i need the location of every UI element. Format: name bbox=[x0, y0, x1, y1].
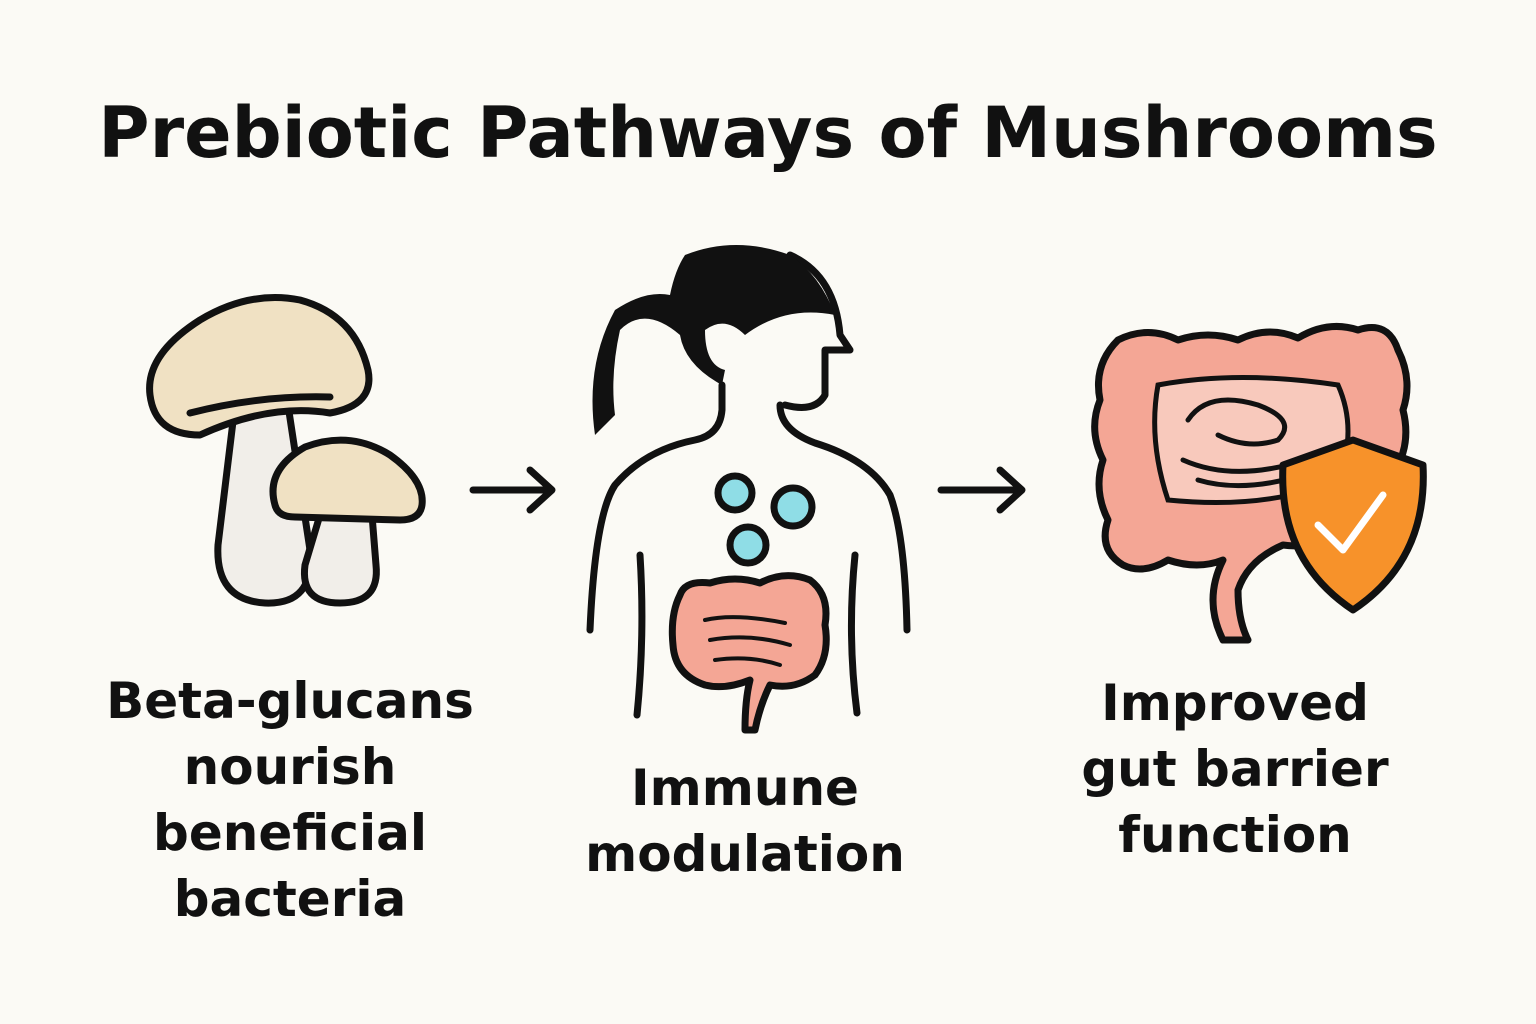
intestine-shield-icon bbox=[1091, 322, 1427, 644]
bubble bbox=[770, 484, 816, 530]
page-title: Prebiotic Pathways of Mushrooms bbox=[98, 92, 1438, 174]
label-line: gut barrier bbox=[1081, 740, 1389, 798]
arrow-right-icon bbox=[469, 466, 556, 514]
label-line: beneficial bbox=[153, 804, 427, 862]
label-line: nourish bbox=[183, 738, 397, 796]
shield-icon bbox=[1279, 436, 1427, 614]
step-2-label: Immune modulation bbox=[545, 755, 945, 887]
label-line: bacteria bbox=[173, 870, 407, 928]
step-1-label: Beta-glucans nourish beneficial bacteria bbox=[90, 668, 490, 932]
label-line: Immune bbox=[631, 759, 859, 817]
bubble bbox=[726, 523, 770, 567]
label-line: Beta-glucans bbox=[106, 672, 474, 730]
checkmark-icon bbox=[1314, 491, 1387, 554]
arrow-right-icon bbox=[937, 466, 1026, 514]
label-line: Improved bbox=[1101, 674, 1369, 732]
step-3-label: Improved gut barrier function bbox=[1030, 670, 1440, 868]
label-line: function bbox=[1118, 806, 1352, 864]
label-line: modulation bbox=[585, 825, 905, 883]
person-gut-icon bbox=[586, 245, 911, 734]
mushroom-icon bbox=[146, 294, 426, 607]
bubble bbox=[714, 472, 756, 514]
